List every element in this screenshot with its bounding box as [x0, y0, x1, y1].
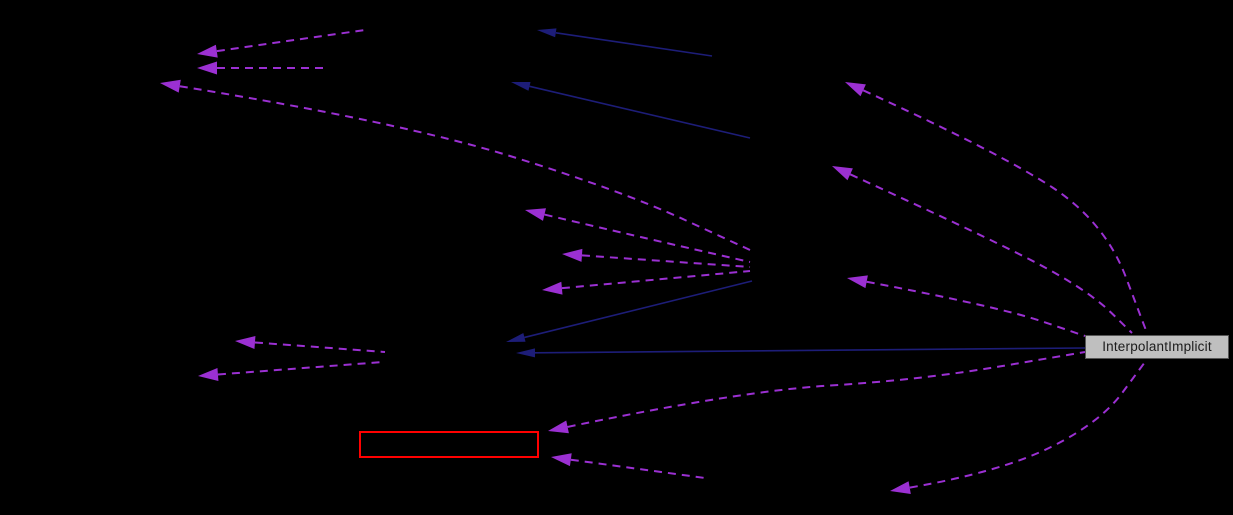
- graph-arrowhead-uses: [542, 281, 563, 295]
- graph-edge-uses: [581, 254, 751, 268]
- graph-edge-uses: [909, 361, 1146, 489]
- graph-edge-inherits: [555, 32, 713, 57]
- graph-arrowhead-uses: [551, 453, 572, 467]
- graph-edge-uses: [862, 89, 1148, 334]
- graph-arrowhead-uses: [845, 82, 866, 97]
- graph-arrowhead-uses: [562, 248, 583, 262]
- graph-arrowhead-inherits: [537, 28, 557, 38]
- interpolant-implicit-node[interactable]: InterpolantImplicit: [1085, 335, 1229, 359]
- graph-arrowhead-uses: [235, 335, 256, 349]
- graph-edge-uses: [254, 341, 386, 353]
- graph-arrowhead-uses: [832, 166, 853, 181]
- graph-arrowhead-uses: [160, 79, 181, 93]
- graph-arrowhead-uses: [548, 420, 569, 434]
- graph-edge-uses: [179, 85, 751, 251]
- graph-arrowhead-uses: [198, 368, 219, 381]
- graph-edge-uses: [217, 361, 384, 376]
- graph-arrowhead-inherits: [506, 333, 526, 342]
- graph-edge-uses: [561, 270, 751, 290]
- graph-arrowhead-inherits: [516, 348, 536, 358]
- graph-edge-uses: [216, 29, 366, 53]
- graph-edge-inherits: [534, 347, 1086, 354]
- current-class-node: [359, 431, 539, 458]
- graph-edge-uses: [849, 173, 1133, 334]
- graph-edge-inherits: [524, 280, 753, 339]
- graph-arrowhead-uses: [197, 61, 217, 75]
- graph-edge-uses: [866, 280, 1086, 337]
- graph-edge-inherits: [529, 85, 751, 139]
- graph-arrowhead-uses: [525, 208, 546, 221]
- graph-arrowhead-uses: [847, 275, 868, 289]
- graph-arrowhead-inherits: [511, 81, 531, 91]
- graph-arrowhead-uses: [197, 44, 218, 58]
- graph-edge-uses: [567, 351, 1086, 428]
- graph-arrowhead-uses: [890, 481, 911, 495]
- graph-edge-uses: [570, 458, 706, 479]
